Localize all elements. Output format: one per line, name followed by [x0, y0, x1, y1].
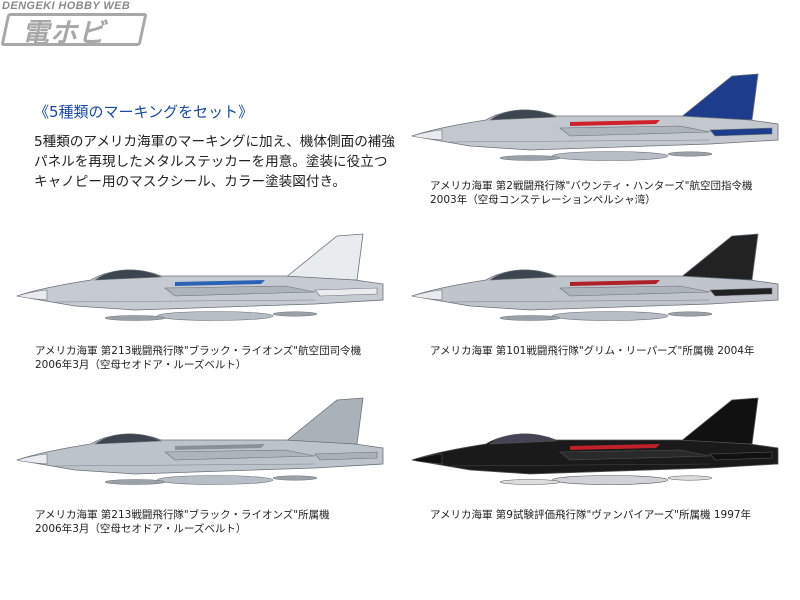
accent-stripe: [570, 280, 660, 286]
aircraft-illustration-2: [15, 232, 385, 328]
stabilizer: [709, 127, 773, 137]
tail-fin: [678, 397, 759, 445]
drop-tank: [551, 475, 669, 485]
drop-tank: [551, 151, 669, 161]
stabilizer: [314, 287, 378, 297]
missile: [499, 315, 561, 321]
canopy: [489, 109, 558, 121]
nose-cone: [410, 289, 443, 301]
caption-line: アメリカ海軍 第213戦闘飛行隊"ブラック・ライオンズ"所属機: [35, 509, 330, 521]
nose-cone: [410, 453, 443, 465]
missile: [667, 311, 713, 317]
site-logo: DENGEKI HOBBY WEB 電ホビ: [0, 0, 152, 50]
nose-cone: [15, 453, 48, 465]
tail-fin: [283, 233, 364, 281]
canopy: [489, 269, 558, 281]
stabilizer: [709, 451, 773, 461]
aircraft-illustration-5: [410, 396, 780, 492]
wing-glove: [559, 285, 711, 297]
accent-stripe: [175, 444, 265, 450]
wing-glove: [559, 449, 711, 461]
tail-fin: [678, 73, 759, 121]
canopy: [94, 269, 163, 281]
description-line: パネルを再現したメタルステッカーを用意。塗装に役立つ: [34, 154, 388, 170]
caption-4: アメリカ海軍 第213戦闘飛行隊"ブラック・ライオンズ"所属機 2006年3月（…: [35, 508, 330, 536]
wing-glove: [164, 449, 316, 461]
caption-line: アメリカ海軍 第2戦闘飛行隊"バウンティ・ハンターズ"航空団指令機: [430, 180, 753, 192]
stabilizer: [314, 451, 378, 461]
drop-tank: [156, 475, 274, 485]
missile: [272, 475, 318, 481]
nose-cone: [15, 289, 48, 301]
logo-top-text: DENGEKI HOBBY WEB: [2, 0, 131, 12]
wing-glove: [559, 125, 711, 137]
canopy: [94, 433, 163, 445]
wing-glove: [164, 285, 316, 297]
description-line: キャノピー用のマスクシール、カラー塗装図付き。: [34, 174, 346, 190]
missile: [499, 479, 561, 485]
caption-line: 2006年3月（空母セオドア・ルーズベルト）: [35, 359, 247, 371]
accent-stripe: [570, 120, 660, 126]
caption-line: 2006年3月（空母セオドア・ルーズベルト）: [35, 523, 247, 535]
caption-line: アメリカ海軍 第213戦闘飛行隊"ブラック・ライオンズ"航空団司令機: [35, 345, 362, 357]
aircraft-illustration-4: [15, 396, 385, 492]
caption-1: アメリカ海軍 第2戦闘飛行隊"バウンティ・ハンターズ"航空団指令機 2003年（…: [430, 179, 753, 207]
caption-2: アメリカ海軍 第213戦闘飛行隊"ブラック・ライオンズ"航空団司令機 2006年…: [35, 344, 361, 372]
nose-cone: [410, 129, 443, 141]
missile: [667, 475, 713, 481]
description: 5種類のアメリカ海軍のマーキングに加え、機体側面の補強 パネルを再現したメタルス…: [34, 132, 395, 192]
canopy: [489, 433, 558, 445]
missile: [104, 479, 166, 485]
aircraft-illustration-3: [410, 232, 780, 328]
caption-3: アメリカ海軍 第101戦闘飛行隊"グリム・リーパーズ"所属機 2004年: [430, 344, 754, 358]
accent-stripe: [570, 444, 660, 450]
caption-line: アメリカ海軍 第101戦闘飛行隊"グリム・リーパーズ"所属機 2004年: [430, 345, 755, 357]
tail-fin: [678, 233, 759, 281]
missile: [104, 315, 166, 321]
tail-fin: [283, 397, 364, 445]
stabilizer: [709, 287, 773, 297]
section-heading: 《5種類のマーキングをセット》: [34, 103, 254, 121]
missile: [667, 151, 713, 157]
missile: [499, 155, 561, 161]
aircraft-illustration-1: [410, 72, 780, 168]
caption-line: アメリカ海軍 第9試験評価飛行隊"ヴァンパイアーズ"所属機 1997年: [430, 509, 752, 521]
missile: [272, 311, 318, 317]
accent-stripe: [175, 280, 265, 286]
drop-tank: [156, 311, 274, 321]
logo-main-text: 電ホビ: [22, 18, 106, 49]
caption-5: アメリカ海軍 第9試験評価飛行隊"ヴァンパイアーズ"所属機 1997年: [430, 508, 751, 522]
caption-line: 2003年（空母コンステレーションペルシャ湾）: [430, 194, 656, 206]
drop-tank: [551, 311, 669, 321]
description-line: 5種類のアメリカ海軍のマーキングに加え、機体側面の補強: [34, 134, 395, 150]
